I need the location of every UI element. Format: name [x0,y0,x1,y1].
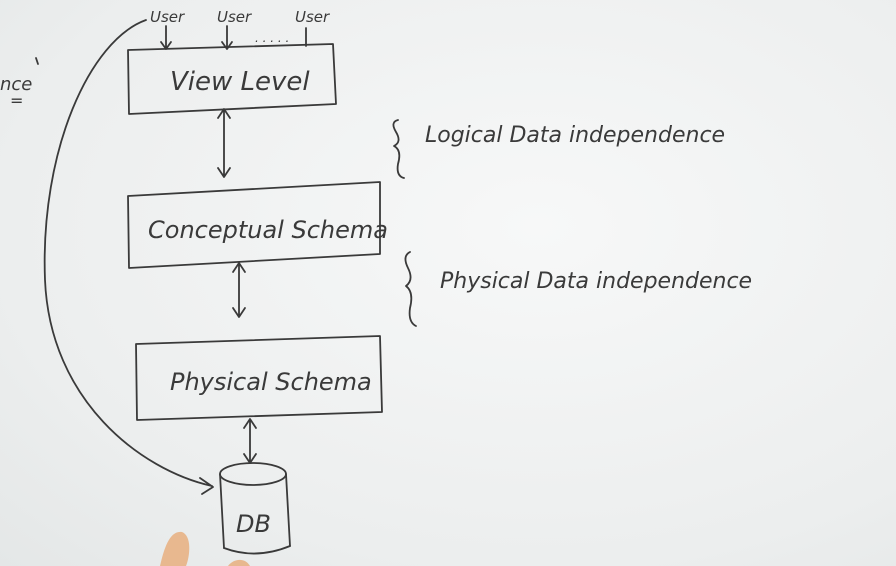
curly-brace-icon [404,251,417,327]
edge-text-fragment: nce [0,74,32,95]
edge-equals-fragment: = [10,91,23,110]
physical-schema-box: Physical Schema [135,335,383,421]
edge-mark [35,57,39,65]
logical-independence-annotation: Logical Data independence [392,119,725,179]
physical-schema-label: Physical Schema [170,368,372,396]
users-row: User User User . . . . . [150,8,330,50]
presenter-hand [160,531,190,566]
database-cylinder: DB [219,462,291,555]
curly-brace-icon [392,119,405,179]
user-label: User [295,8,330,26]
view-level-box: View Level [127,43,337,115]
user-arrow [160,25,172,50]
db-label: DB [236,510,271,538]
physical-db-arrow [243,418,257,464]
direct-access-curve [43,19,214,495]
view-level-label: View Level [170,67,310,97]
conceptual-physical-arrow [232,262,246,318]
user-label: User [217,8,252,26]
user-label: User [150,8,185,26]
users-ellipsis: . . . . . [255,31,289,45]
logical-independence-label: Logical Data independence [425,123,725,148]
presenter-hand [228,559,250,566]
user-arrow [221,25,233,50]
physical-independence-annotation: Physical Data independence [404,251,752,327]
physical-independence-label: Physical Data independence [440,269,752,294]
conceptual-schema-label: Conceptual Schema [148,216,388,244]
conceptual-schema-box: Conceptual Schema [127,181,388,269]
view-conceptual-arrow [217,108,231,178]
